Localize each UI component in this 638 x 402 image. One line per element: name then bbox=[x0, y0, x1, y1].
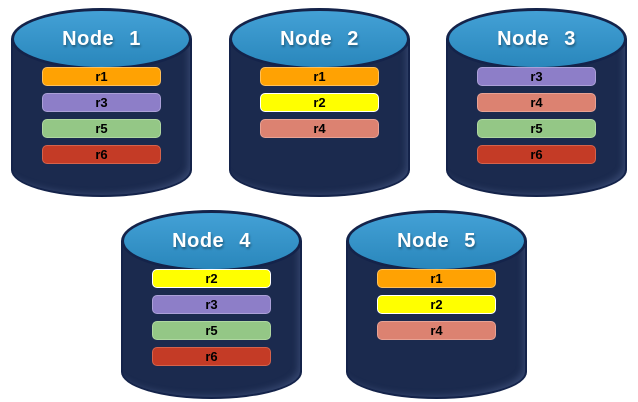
replica-label: r4 bbox=[530, 95, 543, 110]
replica-bar-r3: r3 bbox=[152, 295, 271, 314]
replica-label: r5 bbox=[530, 121, 543, 136]
node-cylinder-2: Node 2 r1 r2 r4 bbox=[229, 8, 410, 197]
replica-list: r3 r4 r5 r6 bbox=[477, 67, 596, 164]
node-label: Node 2 bbox=[280, 27, 359, 50]
replica-bar-r2: r2 bbox=[152, 269, 271, 288]
replica-bar-r6: r6 bbox=[152, 347, 271, 366]
replica-bar-r4: r4 bbox=[377, 321, 496, 340]
replica-bar-r2: r2 bbox=[377, 295, 496, 314]
node-label: Node 4 bbox=[172, 229, 251, 252]
node-cylinder-1: Node 1 r1 r3 r5 r6 bbox=[11, 8, 192, 197]
replica-bar-r2: r2 bbox=[260, 93, 379, 112]
replica-bar-r5: r5 bbox=[477, 119, 596, 138]
replica-bar-r1: r1 bbox=[42, 67, 161, 86]
replica-list: r2 r3 r5 r6 bbox=[152, 269, 271, 366]
node-cylinder-3: Node 3 r3 r4 r5 r6 bbox=[446, 8, 627, 197]
replica-label: r6 bbox=[205, 349, 218, 364]
replica-label: r3 bbox=[205, 297, 218, 312]
replica-bar-r4: r4 bbox=[260, 119, 379, 138]
replica-bar-r3: r3 bbox=[42, 93, 161, 112]
cylinder-top: Node 3 bbox=[446, 8, 627, 70]
replica-bar-r5: r5 bbox=[42, 119, 161, 138]
replica-label: r3 bbox=[530, 69, 543, 84]
replica-label: r1 bbox=[95, 69, 108, 84]
replica-list: r1 r2 r4 bbox=[377, 269, 496, 340]
replica-label: r5 bbox=[95, 121, 108, 136]
replica-bar-r5: r5 bbox=[152, 321, 271, 340]
replica-bar-r6: r6 bbox=[42, 145, 161, 164]
replica-label: r5 bbox=[205, 323, 218, 338]
replica-label: r2 bbox=[430, 297, 443, 312]
cylinder-top: Node 5 bbox=[346, 210, 527, 272]
node-label: Node 1 bbox=[62, 27, 141, 50]
cylinder-top: Node 4 bbox=[121, 210, 302, 272]
replica-label: r1 bbox=[313, 69, 326, 84]
replica-label: r6 bbox=[95, 147, 108, 162]
node-cylinder-5: Node 5 r1 r2 r4 bbox=[346, 210, 527, 399]
replica-label: r2 bbox=[313, 95, 326, 110]
node-label: Node 5 bbox=[397, 229, 476, 252]
node-cylinder-4: Node 4 r2 r3 r5 r6 bbox=[121, 210, 302, 399]
replica-bar-r1: r1 bbox=[377, 269, 496, 288]
cylinder-top: Node 1 bbox=[11, 8, 192, 70]
replica-bar-r1: r1 bbox=[260, 67, 379, 86]
replica-label: r2 bbox=[205, 271, 218, 286]
replica-label: r1 bbox=[430, 271, 443, 286]
replica-label: r4 bbox=[313, 121, 326, 136]
replica-label: r3 bbox=[95, 95, 108, 110]
replica-bar-r6: r6 bbox=[477, 145, 596, 164]
replica-bar-r4: r4 bbox=[477, 93, 596, 112]
replica-label: r6 bbox=[530, 147, 543, 162]
replica-list: r1 r2 r4 bbox=[260, 67, 379, 138]
replica-bar-r3: r3 bbox=[477, 67, 596, 86]
replica-list: r1 r3 r5 r6 bbox=[42, 67, 161, 164]
replica-label: r4 bbox=[430, 323, 443, 338]
node-label: Node 3 bbox=[497, 27, 576, 50]
cylinder-top: Node 2 bbox=[229, 8, 410, 70]
